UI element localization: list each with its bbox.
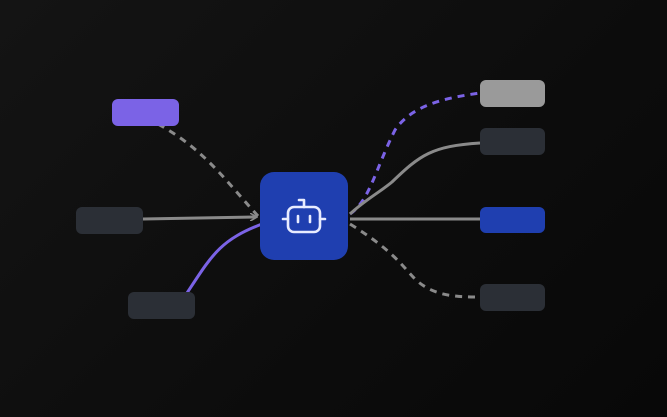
- node-left-top[interactable]: [112, 99, 179, 126]
- edge-hub-to-right-1: [349, 91, 481, 216]
- node-left-middle[interactable]: [76, 207, 143, 234]
- robot-icon: [281, 198, 327, 234]
- edge-left-bottom-to-hub: [185, 222, 263, 294]
- node-right-4[interactable]: [480, 284, 545, 311]
- node-right-2[interactable]: [480, 128, 545, 155]
- edge-hub-to-right-4: [349, 222, 481, 299]
- node-right-1[interactable]: [480, 80, 545, 107]
- node-right-3[interactable]: [480, 207, 545, 233]
- node-left-bottom[interactable]: [128, 292, 195, 319]
- hub-node[interactable]: [260, 172, 348, 260]
- edge-left-top-to-hub: [157, 122, 260, 218]
- edge-hub-to-right-2: [348, 141, 481, 216]
- edge-left-middle-to-hub: [142, 217, 256, 219]
